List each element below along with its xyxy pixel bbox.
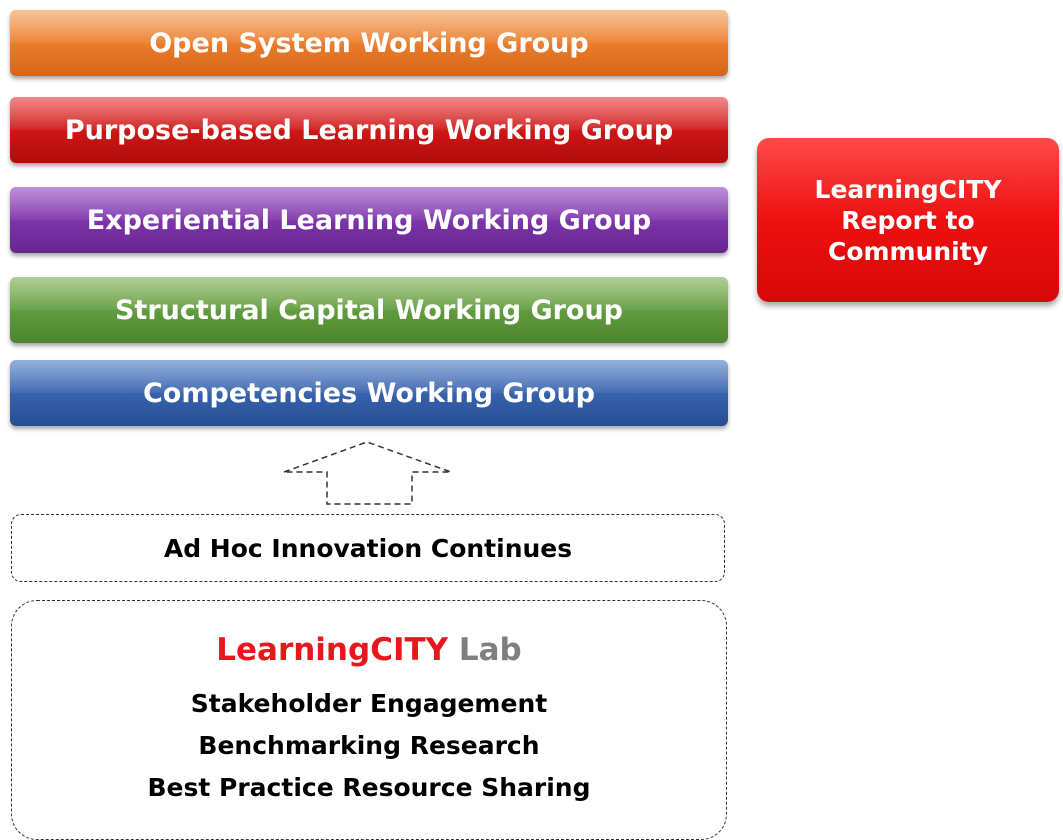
up-arrow-icon	[283, 441, 452, 505]
working-group-label: Purpose-based Learning Working Group	[64, 114, 674, 146]
working-group-label: Open System Working Group	[149, 27, 589, 59]
working-group-label: Competencies Working Group	[142, 377, 596, 409]
adhoc-innovation-box: Ad Hoc Innovation Continues	[11, 514, 725, 582]
lab-item: Best Practice Resource Sharing	[147, 773, 591, 802]
lab-item: Stakeholder Engagement	[190, 689, 548, 718]
working-group-label: Structural Capital Working Group	[114, 294, 624, 326]
working-group-experiential-learning: Experiential Learning Working Group	[10, 187, 728, 253]
working-group-purpose-based-learning: Purpose-based Learning Working Group	[10, 97, 728, 163]
lab-item: Benchmarking Research	[198, 731, 540, 760]
working-group-open-system: Open System Working Group	[10, 10, 728, 76]
report-line: Report to	[841, 205, 975, 235]
learningcity-lab-box: LearningCITY Lab Stakeholder Engagement …	[11, 600, 727, 840]
working-group-label: Experiential Learning Working Group	[86, 204, 652, 236]
lab-title-suffix: Lab	[458, 632, 522, 668]
report-line: Community	[827, 236, 989, 266]
adhoc-label: Ad Hoc Innovation Continues	[163, 533, 573, 563]
lab-title: LearningCITY Lab	[12, 632, 726, 668]
working-group-competencies: Competencies Working Group	[10, 360, 728, 426]
report-to-community-box: LearningCITY Report to Community	[757, 138, 1059, 302]
report-line: LearningCITY	[814, 174, 1002, 204]
lab-title-brand: LearningCITY	[216, 632, 449, 668]
working-group-structural-capital: Structural Capital Working Group	[10, 277, 728, 343]
